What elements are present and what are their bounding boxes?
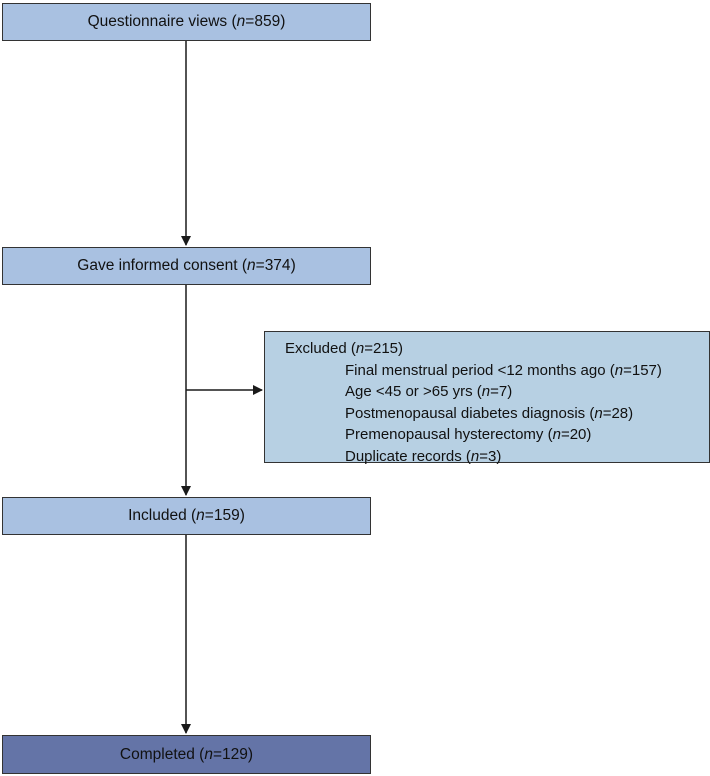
excluded-reason: Duplicate records (n=3) [345, 447, 502, 465]
excluded-box: Excluded (n=215) Final menstrual period … [264, 331, 710, 465]
excluded-heading: Excluded (n=215) [285, 340, 404, 357]
excluded-reason: Premenopausal hysterectomy (n=20) [345, 426, 592, 443]
excluded-reason: Age <45 or >65 yrs (n=7) [345, 383, 513, 400]
completed-box: Completed (n=129) [2, 735, 371, 774]
excluded-reason: Postmenopausal diabetes diagnosis (n=28) [345, 404, 634, 422]
completed-label: Completed (n=129) [119, 745, 254, 763]
informed-consent-box: Gave informed consent (n=374) [2, 247, 371, 285]
included-box: Included (n=159) [2, 497, 371, 535]
excluded-reason: Final menstrual period <12 months ago (n… [345, 361, 662, 379]
informed-consent-label: Gave informed consent (n=374) [77, 257, 296, 274]
questionnaire-views-box: Questionnaire views (n=859) [2, 3, 371, 41]
questionnaire-views-label: Questionnaire views (n=859) [87, 13, 286, 30]
included-label: Included (n=159) [128, 507, 245, 524]
